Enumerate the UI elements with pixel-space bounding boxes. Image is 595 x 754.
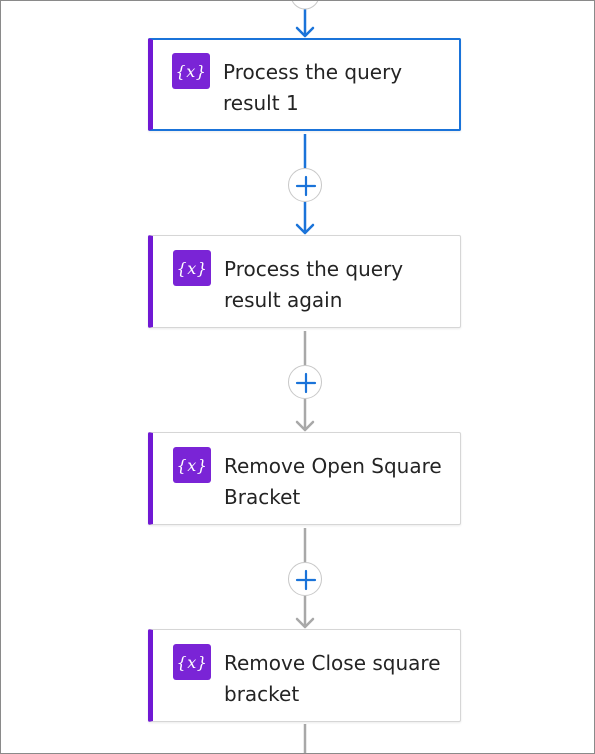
step-title: Remove Open Square Bracket [224,454,442,509]
flow-step-card-3[interactable]: {x} Remove Open Square Bracket [148,432,461,525]
plus-icon [295,175,317,197]
arrow-head-top [295,26,315,38]
arrow-head-3 [295,617,315,629]
arrow-head-1 [295,223,315,235]
variable-icon: {x} [173,447,211,483]
step-title: Process the query result again [224,257,404,312]
flow-step-card-4[interactable]: {x} Remove Close square bracket [148,629,461,722]
insert-step-button-1[interactable] [288,168,322,202]
flow-step-card-2[interactable]: {x} Process the query result again [148,235,461,328]
variable-icon: {x} [173,644,211,680]
flow-step-card-1[interactable]: {x} Process the query result 1 [148,38,461,131]
insert-step-button-3[interactable] [288,562,322,596]
plus-icon [295,569,317,591]
step-title: Remove Close square bracket [224,651,441,706]
arrow-head-2 [295,420,315,432]
top-add-button-partial [291,1,319,10]
variable-icon: {x} [172,53,210,89]
variable-icon: {x} [173,250,211,286]
insert-step-button-2[interactable] [288,365,322,399]
step-title: Process the query result 1 [223,60,403,115]
plus-icon [295,372,317,394]
